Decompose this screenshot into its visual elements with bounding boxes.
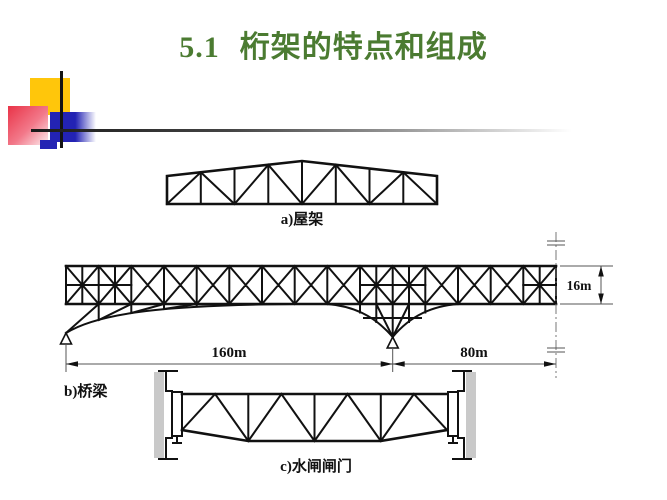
title-section-number: 5.1 — [179, 31, 220, 64]
decoration-red-square — [8, 106, 48, 145]
title-text: 桁架的特点和组成 — [239, 31, 488, 64]
roof-truss-drawing — [165, 159, 439, 206]
right-pivot-icon — [448, 435, 458, 444]
middle-support-icon — [385, 335, 400, 349]
dim-160m-label: 160m — [212, 345, 248, 361]
bridge-truss-drawing — [59, 264, 558, 349]
left-gate-edge — [171, 391, 183, 437]
left-pivot-icon — [172, 435, 182, 444]
page-title: 5.1 桁架的特点和组成 — [0, 22, 667, 66]
decoration-blue-tab — [40, 140, 57, 149]
gate-truss-drawing — [154, 370, 476, 460]
dim-16m-label: 16m — [567, 278, 593, 293]
dim-80m-label: 80m — [460, 345, 488, 361]
right-wall-shading — [466, 372, 476, 458]
decoration-vertical-line — [60, 71, 63, 148]
left-support-icon — [59, 331, 73, 345]
right-gate-edge — [447, 391, 459, 437]
decoration-horizontal-rule — [31, 129, 600, 132]
bridge-truss-caption: b)桥梁 — [64, 382, 108, 400]
left-wall-shading — [154, 372, 164, 458]
decoration-blue-square — [50, 112, 96, 142]
bridge-dimensions: 160m 80m 16m — [65, 232, 613, 378]
roof-truss-caption: a)屋架 — [281, 211, 324, 228]
gate-truss-caption: c)水闸闸门 — [280, 457, 352, 475]
